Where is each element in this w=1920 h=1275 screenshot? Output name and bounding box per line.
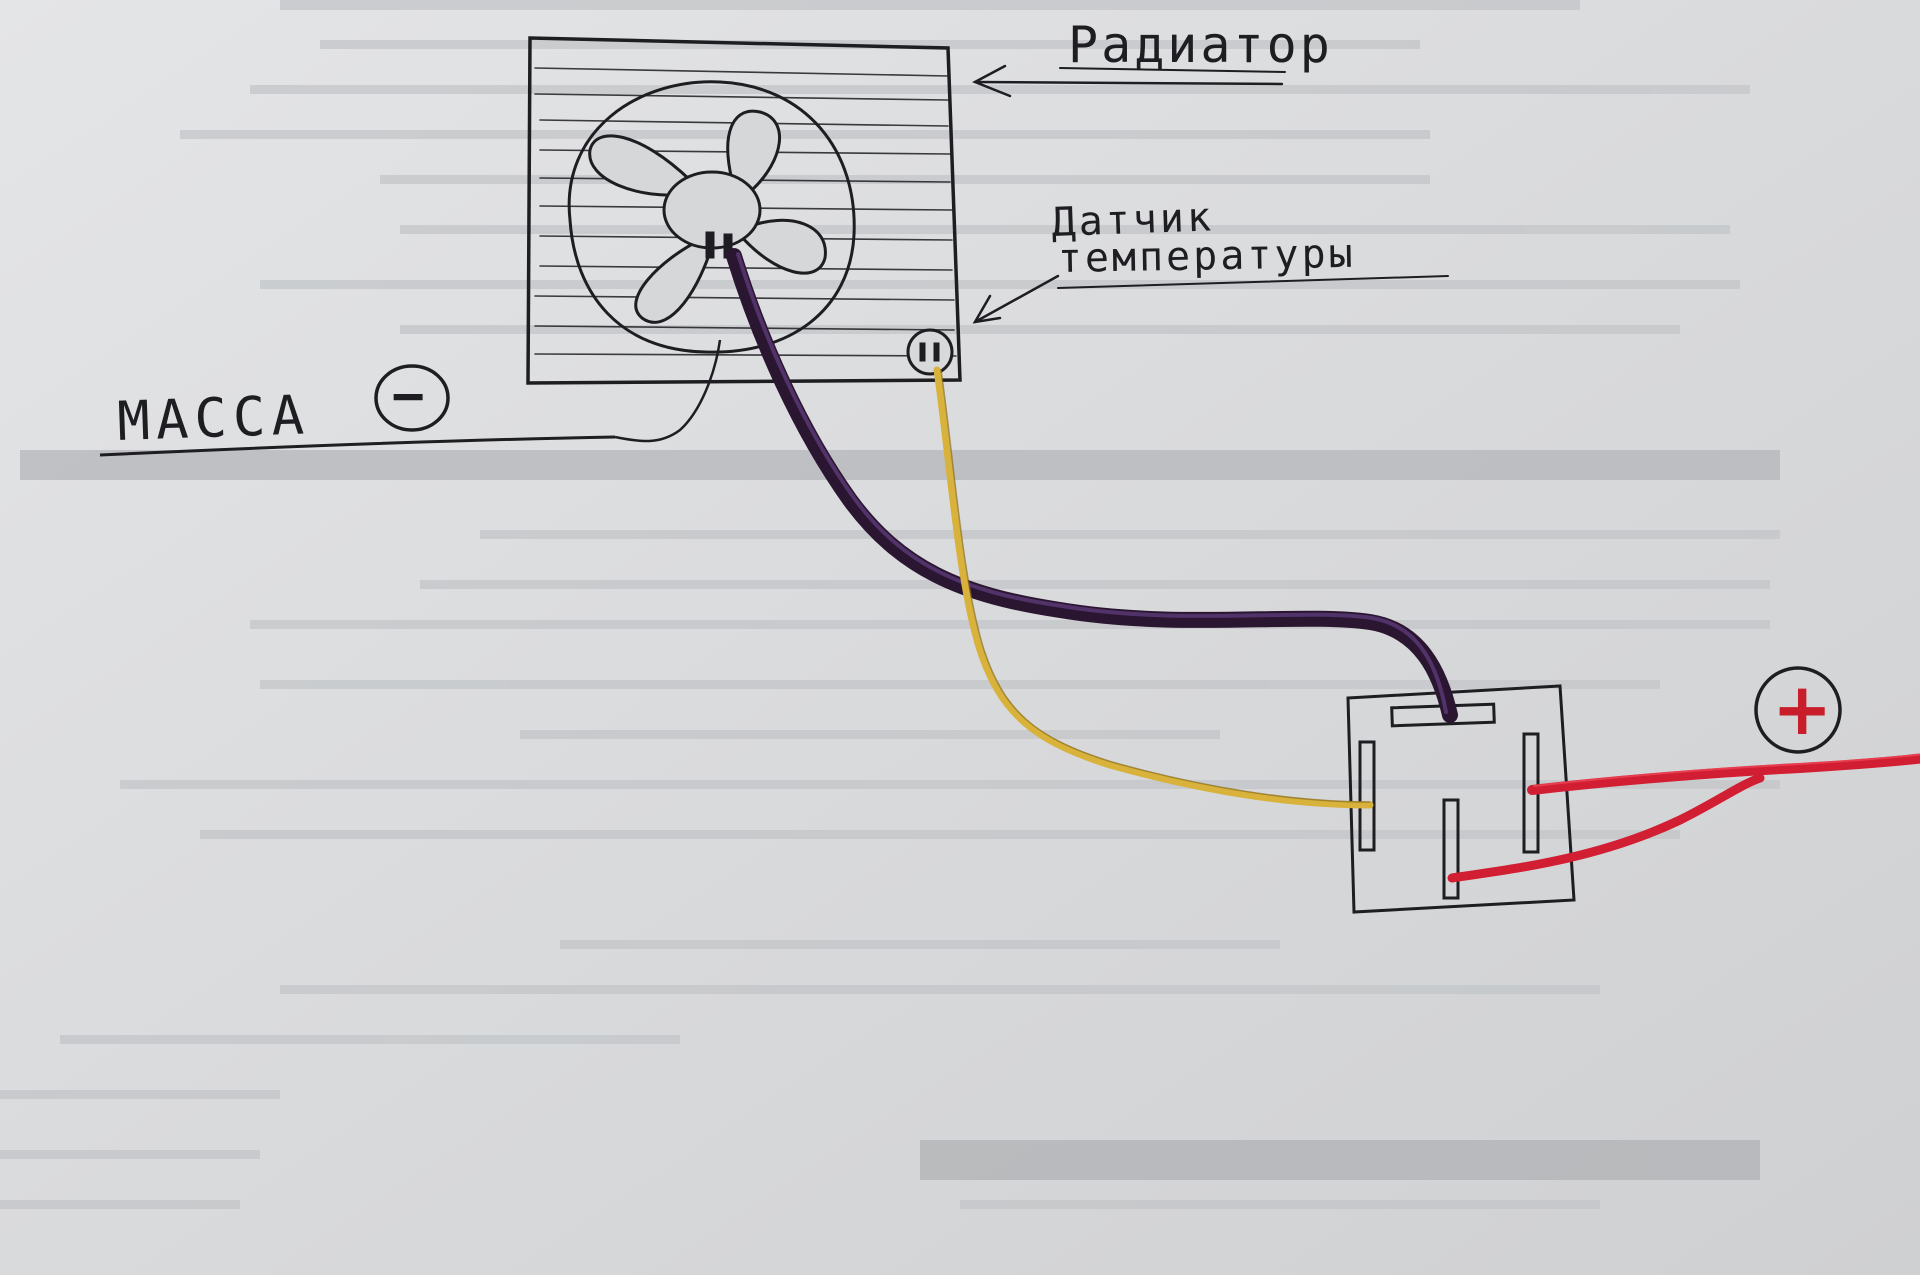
fan-wire: [726, 248, 1458, 723]
fan-terminal-1: [705, 231, 715, 259]
temperature-sensor-icon: [906, 328, 954, 376]
power-wire-to-relay-right: [1527, 753, 1920, 795]
sensor-pin-1: [919, 342, 926, 362]
callout-arrows: [972, 64, 1449, 324]
fan-blade-left: [588, 134, 692, 197]
svg-text:+: +: [1772, 667, 1832, 751]
fan-wire-sheen: [736, 252, 1448, 714]
fan-shroud: [567, 80, 856, 354]
power-wire-to-relay-bottom: [1447, 773, 1765, 883]
sensor-wire: [933, 366, 1374, 809]
sensor-arrow-head: [972, 294, 1002, 324]
radiator-label: Радиатор: [1068, 16, 1333, 74]
radiator-underline: [1059, 67, 1286, 73]
sensor-label-line2: температуры: [1057, 231, 1356, 282]
radiator-arrow-head: [972, 64, 1012, 98]
ground-label: МАССА: [116, 383, 311, 453]
wires: [726, 248, 1920, 883]
fan-blade-right: [738, 218, 827, 275]
plus-circle-icon: +: [1754, 666, 1842, 754]
sensor-underline: [1057, 275, 1449, 289]
radiator-arrow: [973, 80, 1284, 86]
ground-line: [99, 435, 616, 457]
reverse-side-print: [0, 0, 1780, 1209]
minus-circle-icon: −: [374, 364, 450, 432]
sensor-pin-2: [933, 342, 940, 362]
fan-blade-top: [726, 109, 782, 192]
power-wire-highlight: [1533, 753, 1920, 787]
fan-blade-bottom: [634, 238, 714, 324]
sensor-wire-edge: [940, 369, 1371, 803]
svg-text:−: −: [392, 364, 425, 427]
relay-body: [1346, 684, 1576, 914]
sensor-arrow: [973, 274, 1060, 324]
sensor-body: [906, 328, 954, 376]
relay-pin-bottom: [1442, 798, 1460, 900]
sensor-label-line1: Датчик: [1051, 194, 1215, 246]
relay-pin-left: [1358, 740, 1376, 852]
fan-icon: [567, 80, 856, 354]
radiator-frame: [526, 36, 962, 385]
fan-ground-lead: [614, 339, 722, 443]
